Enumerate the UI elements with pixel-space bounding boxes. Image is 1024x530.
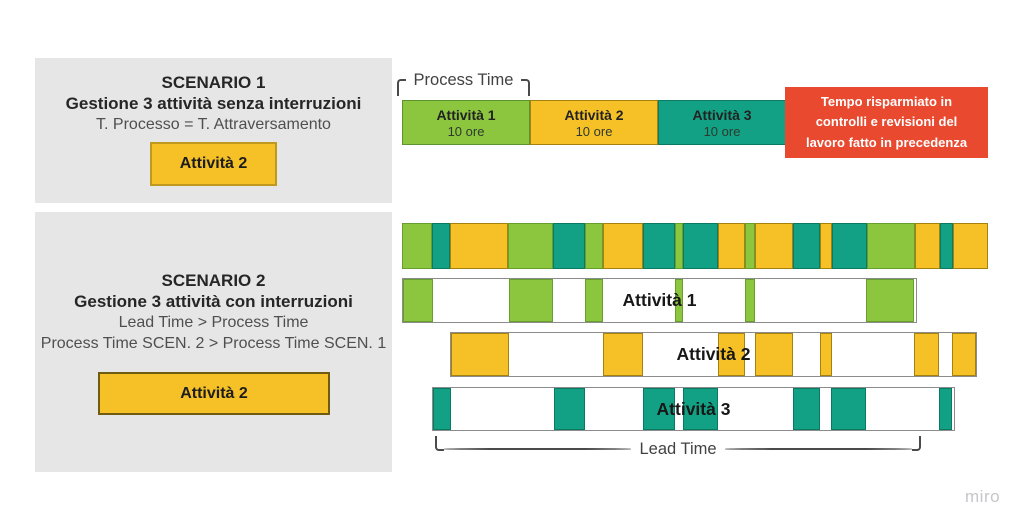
scenario2-subtitle: Gestione 3 attività con interruzioni: [74, 292, 353, 311]
timeline-segment-teal[interactable]: [793, 223, 820, 269]
scenario1-panel[interactable]: SCENARIO 1 Gestione 3 attività senza int…: [35, 58, 392, 203]
miro-logo: miro: [965, 487, 1001, 506]
timeline-segment-yellow[interactable]: [603, 333, 644, 376]
savings-note-box[interactable]: Tempo risparmiato in controlli e revisio…: [785, 87, 988, 158]
segment-label: Attività 3: [692, 106, 752, 123]
timeline-segment-green[interactable]: [866, 279, 914, 322]
timeline-segment-teal[interactable]: [831, 388, 867, 430]
timeline-row-attivita3[interactable]: Attività 3: [432, 387, 955, 431]
scenario1-title: SCENARIO 1: [161, 73, 266, 92]
timeline-segment-teal[interactable]: [792, 388, 820, 430]
segment-hours: 10 ore: [575, 123, 613, 139]
timeline-segment-yellow[interactable]: [915, 223, 940, 269]
timeline-segment-green[interactable]: [402, 223, 432, 269]
process-time-bracket: Process Time: [397, 69, 530, 97]
bracket-left-hook: [435, 436, 444, 451]
timeline-segment-yellow[interactable]: [718, 223, 745, 269]
timeline-segment-yellow[interactable]: [819, 333, 832, 376]
timeline-segment-yellow[interactable]: [952, 333, 976, 376]
scenario1-process-bar[interactable]: Attività 1 10 ore Attività 2 10 ore Atti…: [402, 100, 786, 145]
row-attivita3-label: Attività 3: [656, 398, 731, 419]
timeline-segment-teal[interactable]: [553, 388, 586, 430]
process-bar-segment-attivita2[interactable]: Attività 2 10 ore: [530, 100, 658, 145]
timeline-segment-teal[interactable]: [940, 223, 953, 269]
timeline-segment-yellow[interactable]: [914, 333, 940, 376]
timeline-segment-yellow[interactable]: [717, 333, 745, 376]
lead-time-bracket: Lead Time: [435, 436, 922, 464]
timeline-segment-teal[interactable]: [683, 223, 718, 269]
timeline-segment-yellow[interactable]: [451, 333, 509, 376]
timeline-segment-green[interactable]: [508, 279, 554, 322]
timeline-segment-teal[interactable]: [939, 388, 952, 430]
bracket-right-hook: [521, 79, 530, 96]
process-time-label: Process Time: [413, 71, 514, 89]
timeline-segment-green[interactable]: [674, 279, 683, 322]
segment-hours: 10 ore: [447, 123, 485, 139]
bracket-line: [444, 448, 632, 450]
scenario1-activity2-label: Attività 2: [179, 155, 248, 172]
row-attivita1-label: Attività 1: [622, 290, 697, 310]
bracket-left-hook: [397, 79, 406, 96]
timeline-segment-yellow[interactable]: [754, 333, 793, 376]
timeline-segment-teal[interactable]: [643, 388, 676, 430]
scenario1-activity2-box[interactable]: Attività 2: [150, 142, 277, 186]
timeline-segment-teal[interactable]: [432, 223, 450, 269]
timeline-segment-teal[interactable]: [433, 388, 451, 430]
timeline-segment-yellow[interactable]: [603, 223, 643, 269]
row-attivita2-label: Attività 2: [676, 344, 751, 364]
timeline-segment-green[interactable]: [867, 223, 915, 269]
scenario1-note: T. Processo = T. Attraversamento: [96, 116, 331, 133]
timeline-segment-green[interactable]: [585, 223, 603, 269]
timeline-segment-green[interactable]: [585, 279, 604, 322]
timeline-segment-yellow[interactable]: [755, 223, 793, 269]
timeline-row-attivita1[interactable]: Attività 1: [402, 278, 917, 323]
segment-label: Attività 2: [564, 106, 624, 123]
scenario2-note1: Lead Time > Process Time: [118, 314, 309, 331]
segment-hours: 10 ore: [703, 123, 741, 139]
timeline-segment-green[interactable]: [745, 223, 755, 269]
process-bar-segment-attivita3[interactable]: Attività 3 10 ore: [658, 100, 786, 145]
timeline-segment-yellow[interactable]: [953, 223, 988, 269]
bracket-right-hook: [912, 436, 922, 451]
timeline-segment-yellow[interactable]: [450, 223, 508, 269]
process-bar-segment-attivita1[interactable]: Attività 1 10 ore: [402, 100, 530, 145]
scenario2-activity2-box[interactable]: Attività 2: [98, 372, 330, 415]
timeline-segment-yellow[interactable]: [820, 223, 832, 269]
scenario2-panel[interactable]: SCENARIO 2 Gestione 3 attività con inter…: [35, 212, 392, 472]
timeline-segment-teal[interactable]: [642, 223, 675, 269]
timeline-striped-bar[interactable]: [402, 223, 988, 269]
scenario2-activity2-label: Attività 2: [180, 384, 248, 402]
scenario2-text-block: SCENARIO 2 Gestione 3 attività con inter…: [35, 212, 392, 354]
timeline-segment-green[interactable]: [403, 279, 433, 322]
segment-label: Attività 1: [436, 106, 496, 123]
timeline-segment-teal[interactable]: [683, 388, 718, 430]
scenario1-subtitle: Gestione 3 attività senza interruzioni: [65, 94, 362, 113]
savings-note-text: Tempo risparmiato in controlli e revisio…: [805, 94, 968, 150]
scenario2-note2: Process Time SCEN. 2 > Process Time SCEN…: [40, 335, 387, 352]
timeline-segment-green[interactable]: [675, 223, 683, 269]
bracket-line: [724, 448, 913, 450]
timeline-segment-green[interactable]: [744, 279, 755, 322]
scenario2-title: SCENARIO 2: [161, 271, 266, 290]
timeline-segment-green[interactable]: [508, 223, 553, 269]
lead-time-label: Lead Time: [639, 440, 717, 458]
scenario1-text-block: SCENARIO 1 Gestione 3 attività senza int…: [35, 58, 392, 135]
timeline-row-attivita2[interactable]: Attività 2: [450, 332, 977, 377]
timeline-segment-teal[interactable]: [553, 223, 585, 269]
timeline-segment-teal[interactable]: [832, 223, 867, 269]
